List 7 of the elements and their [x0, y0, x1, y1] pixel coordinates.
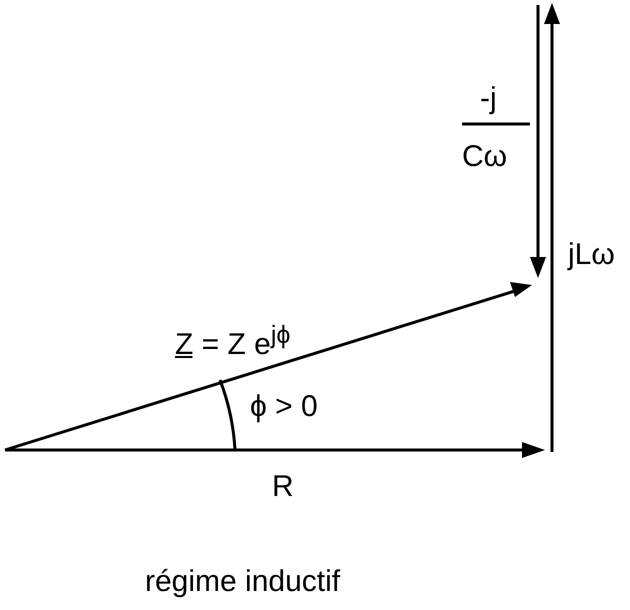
vector-label: R [272, 470, 294, 504]
vector-label: jLω [568, 238, 615, 272]
caption: régime inductif [145, 565, 340, 599]
fraction-numerator: -j [480, 82, 497, 116]
angle-label: ϕ > 0 [250, 390, 318, 424]
vector-label: Z̲ = Z e$^{jϕ}$ [175, 320, 290, 362]
fraction-denominator: Cω [462, 140, 508, 174]
